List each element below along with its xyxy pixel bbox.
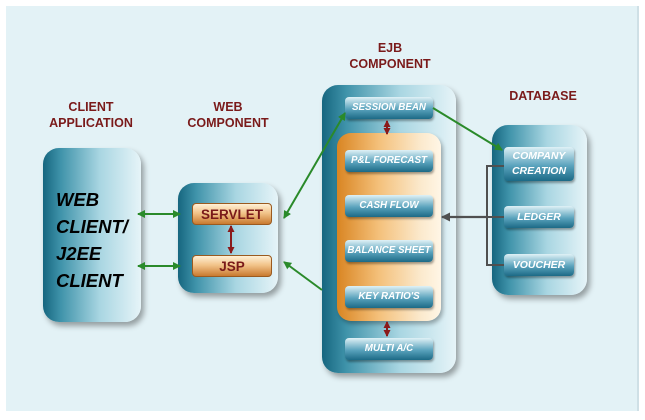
database-bracket xyxy=(486,165,504,266)
header-web-component: WEB COMPONENT xyxy=(187,100,269,130)
jsp-box: JSP xyxy=(192,255,272,277)
servlet-box: SERVLET xyxy=(192,203,272,225)
key-ratios-box: KEY RATIO'S xyxy=(345,286,433,308)
arrow-ejb-jsp xyxy=(283,261,323,291)
ledger-box: LEDGER xyxy=(504,206,574,228)
client-text: WEB CLIENT/ J2EE CLIENT xyxy=(56,189,128,291)
header-ejb-component: EJB COMPONENT xyxy=(349,41,431,71)
cash-flow-box: CASH FLOW xyxy=(345,195,433,217)
company-creation-box: COMPANY CREATION xyxy=(504,147,574,181)
client-application-box xyxy=(43,148,141,322)
balance-sheet-box: BALANCE SHEET xyxy=(345,240,433,262)
multi-ac-box: MULTI A/C xyxy=(345,338,433,360)
header-client-application: CLIENT APPLICATION xyxy=(49,100,133,130)
voucher-box: VOUCHER xyxy=(504,254,574,276)
pl-forecast-box: P&L FORECAST xyxy=(345,150,433,172)
arrow-servlet-session-bean xyxy=(283,112,346,219)
session-bean-box: SESSION BEAN xyxy=(345,97,433,119)
header-database: DATABASE xyxy=(509,89,577,103)
arrow-session-bean-company xyxy=(432,107,503,151)
